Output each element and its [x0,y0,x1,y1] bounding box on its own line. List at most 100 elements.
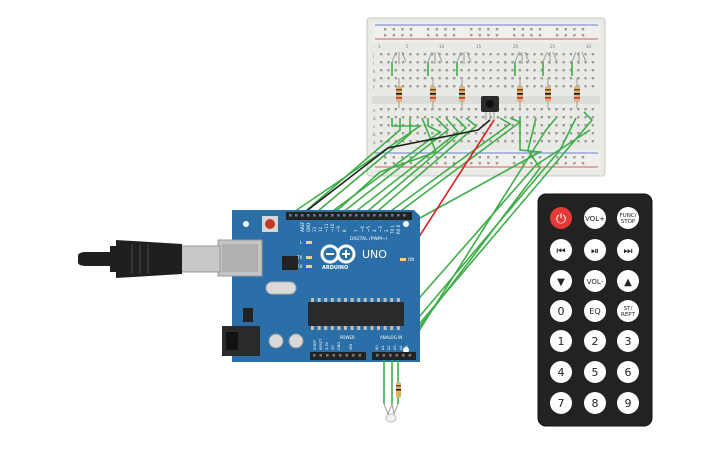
wire-black[interactable] [299,119,491,217]
arduino-uno-board[interactable]: AREF GND 13 12 ~11 ~10 ~9 8 7 ~6 ~5 4 ~3… [217,210,420,362]
hole [435,156,438,159]
hole [467,124,470,127]
reset-button[interactable] [262,216,278,232]
hole [453,53,456,56]
resistor[interactable] [396,78,402,108]
hole [489,132,492,135]
power-jack[interactable] [222,326,260,356]
pin-label: ~9 [336,226,341,232]
row-letter: i [373,61,374,66]
rgb-led[interactable] [391,51,587,64]
remote-4-button[interactable]: 4 [550,361,572,383]
hole [445,132,449,135]
remote-0-button[interactable]: 0 [550,300,572,322]
atmega-chip [308,298,404,330]
hole [526,124,529,127]
hole [533,61,536,64]
resistor[interactable] [430,78,436,108]
remote-play-pause-button[interactable]: ⏯ [584,239,606,261]
photoresistor-assembly[interactable] [383,360,401,423]
remote-7-button[interactable]: 7 [550,392,572,414]
hole [444,162,447,165]
remote-st-rept-button[interactable]: ST/REPT [617,300,639,322]
hole [438,69,441,72]
pin-label: ~11 [324,223,329,232]
pin-label: A0 [375,345,379,350]
usb-cable[interactable] [78,240,221,278]
resistor[interactable] [545,78,551,108]
hole [584,61,587,64]
resistor[interactable] [574,78,580,108]
hole [350,298,354,302]
hole [569,53,573,56]
hole [431,61,434,64]
hole [384,28,387,31]
col-number: 1 [378,44,381,49]
digital-header[interactable] [286,212,412,220]
remote-vol-down-button[interactable]: VOL- [584,270,606,292]
remote-vol-up-button[interactable]: VOL+ [584,207,606,229]
hole [495,156,499,159]
hole [402,354,405,357]
remote-8-button[interactable]: 8 [584,392,606,414]
usb-connector[interactable] [217,239,263,277]
analog-header[interactable] [372,352,416,360]
ir-remote[interactable]: ⏻ VOL+ FUNC/STOP ⏮ ⏯ ⏭ ▼ VO [537,193,653,427]
wires-green[interactable] [287,111,594,346]
remote-9-button[interactable]: 9 [617,392,639,414]
hole [408,354,412,357]
resistor[interactable] [459,78,465,108]
hole [489,61,492,64]
hole [409,77,412,80]
hole [416,108,419,111]
remote-2-button[interactable]: 2 [584,330,606,352]
hole [452,34,456,37]
remote-up-button[interactable]: ▲ [617,270,639,292]
hole [581,34,585,37]
pin-label: ~10 [330,223,335,232]
hole [581,162,585,165]
resistor[interactable] [517,78,523,108]
hole [569,116,573,119]
remote-down-button[interactable]: ▼ [550,270,572,292]
hole [409,162,413,165]
remote-eq-button[interactable]: EQ [584,300,606,322]
led-rx-label: RX [297,264,303,269]
hole [555,132,558,135]
hole [453,77,456,80]
hole [392,34,395,37]
hole [482,53,485,56]
hole [495,28,499,31]
breadboard[interactable]: 1 5 10 15 20 25 30 j i h g f e d c b a [366,17,606,177]
hole [511,124,514,127]
hole [431,69,434,72]
hole [526,116,529,119]
hole [518,116,522,119]
power-header[interactable] [310,352,366,360]
hole [555,69,558,72]
remote-power-button[interactable]: ⏻ [550,207,572,229]
hole [533,69,536,72]
hole [307,214,310,217]
hole [581,28,585,31]
hole [401,34,404,37]
remote-6-button[interactable]: 6 [617,361,639,383]
hole [380,69,383,72]
remote-5-button[interactable]: 5 [584,361,606,383]
remote-prev-button[interactable]: ⏮ [550,239,572,261]
hole [540,53,543,56]
hole [504,61,507,64]
hole [387,108,390,111]
remote-func-stop-button[interactable]: FUNC/STOP [617,207,639,229]
hole [533,77,536,80]
remote-1-button[interactable]: 1 [550,330,572,352]
col-number: 5 [406,44,409,49]
hole [555,77,558,80]
remote-next-button[interactable]: ⏭ [617,239,639,261]
hole [547,140,551,143]
remote-3-button[interactable]: 3 [617,330,639,352]
ir-receiver[interactable] [481,96,499,120]
hole [394,69,397,72]
